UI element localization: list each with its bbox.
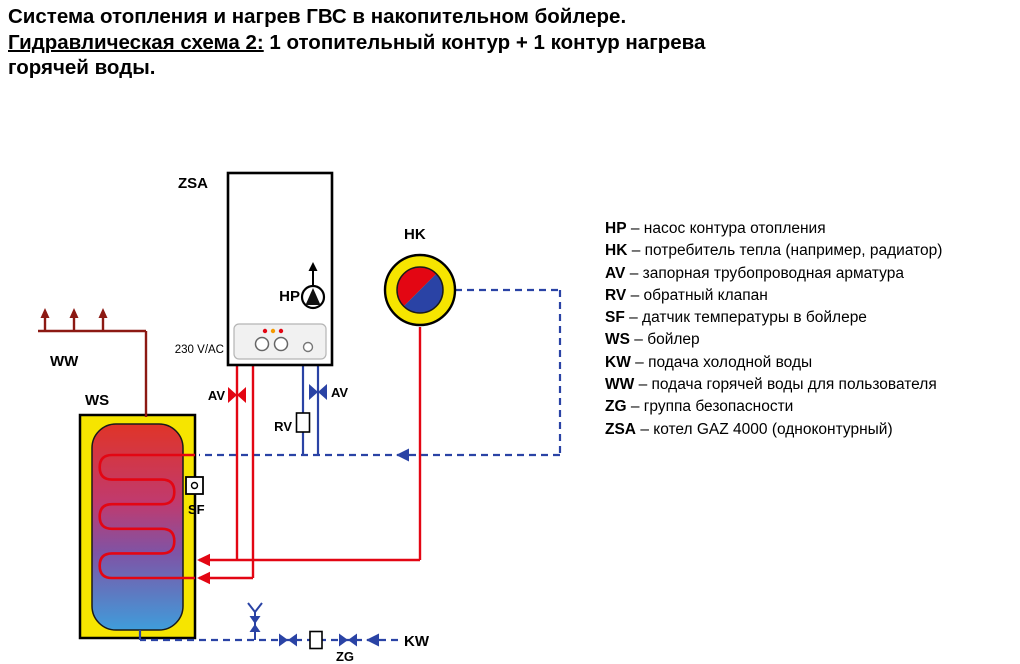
kw-shutoff-valve-left (279, 633, 297, 647)
return-piping-dashed (140, 288, 562, 642)
valve-triangle (228, 387, 237, 403)
av-valve-red (228, 387, 246, 403)
flow-arrow-kw (366, 633, 379, 647)
legend-desc: – котел GAZ 4000 (одноконтурный) (640, 420, 893, 438)
title-line-2-rest: 1 отопительный контур + 1 контур нагрева (263, 30, 706, 54)
zg-drain-branch (247, 602, 256, 613)
panel-knob (273, 336, 289, 352)
legend-desc: – запорная трубопроводная арматура (629, 264, 905, 282)
legend-desc: – потребитель тепла (например, радиатор) (631, 242, 943, 260)
legend-item-kw: KW – подача холодной воды (605, 352, 1017, 374)
up-arrow-icon (40, 308, 50, 318)
legend-item-rv: RV – обратный клапан (605, 285, 1017, 307)
legend-item-av: AV – запорная трубопроводная арматура (605, 263, 1017, 285)
legend-item-sf: SF – датчик температуры в бойлере (605, 307, 1017, 329)
boiler-return-stubs (301, 365, 320, 455)
pump-impeller-icon (305, 288, 321, 305)
legend-item-zsa: ZSA – котел GAZ 4000 (одноконтурный) (605, 419, 1017, 441)
title-line-2: Гидравлическая схема 2: 1 отопительный к… (8, 30, 868, 56)
legend-term: WW (605, 376, 635, 394)
label-ws: WS (85, 392, 109, 409)
flow-arrow-return (396, 448, 409, 462)
legend-term: ZSA (605, 420, 636, 438)
ww-tap-arrows (40, 308, 108, 318)
legend-item-zg: ZG – группа безопасности (605, 396, 1017, 418)
panel-led (278, 328, 284, 334)
legend-term: HK (605, 242, 628, 260)
label-ww: WW (50, 353, 79, 370)
legend-desc: – обратный клапан (630, 286, 768, 304)
hk-heat-consumer (383, 253, 457, 327)
legend-term: HP (605, 220, 627, 237)
label-rv: RV (274, 419, 292, 434)
label-av-left: AV (208, 388, 225, 403)
label-zsa: ZSA (178, 175, 208, 192)
radiator-hot-half (397, 267, 437, 307)
legend-item-ws: WS – бойлер (605, 329, 1017, 351)
storage-tank-ws (78, 413, 197, 640)
zg-valve-triangle (249, 616, 261, 624)
legend-term: AV (605, 264, 626, 282)
flow-arrow-into-coil (197, 571, 210, 585)
label-kw: KW (404, 633, 430, 650)
valve-triangle (348, 633, 357, 647)
zg-safety-group (247, 602, 263, 640)
legend-term: WS (605, 331, 630, 349)
kw-shutoff-valve-right (339, 633, 357, 647)
radiator-cold-half (403, 273, 443, 313)
legend-desc: – подача холодной воды (635, 353, 813, 371)
zg-valve-triangle (249, 624, 261, 632)
legend-desc: – датчик температуры в бойлере (629, 309, 867, 327)
label-sf: SF (188, 502, 205, 517)
sensor-dot (190, 481, 199, 490)
up-arrow-icon (98, 308, 108, 318)
boiler-zsa (226, 171, 334, 367)
up-arrow-icon (69, 308, 79, 318)
panel-led (270, 328, 276, 334)
legend-term: RV (605, 286, 627, 304)
valve-triangle (237, 387, 246, 403)
legend-item-hp: HP – насос контура отопления (605, 218, 1017, 240)
legend-desc: – насос контура отопления (630, 220, 826, 237)
panel-button (302, 341, 314, 353)
kw-fitting (309, 630, 323, 650)
zg-drain-branch (254, 602, 263, 613)
legend-term: SF (605, 309, 625, 327)
valve-triangle (288, 633, 297, 647)
legend-item-ww: WW – подача горячей воды для пользовател… (605, 374, 1017, 396)
av-valve-blue (309, 384, 327, 400)
radiator-core-outline (396, 266, 444, 314)
legend-item-hk: HK – потребитель тепла (например, радиат… (605, 240, 1017, 262)
page-title: Система отопления и нагрев ГВС в накопит… (8, 4, 868, 81)
label-voltage: 230 V/AC (175, 344, 224, 356)
heating-coil (98, 453, 195, 580)
legend-desc: – подача горячей воды для пользователя (638, 376, 937, 394)
pump-direction-arrow (308, 262, 318, 271)
panel-led (262, 328, 268, 334)
radiator-core (397, 267, 443, 313)
legend: HP – насос контура отопления HK – потреб… (605, 218, 1017, 441)
legend-term: ZG (605, 398, 627, 416)
supply-piping-red (199, 327, 422, 580)
title-scheme-name: Гидравлическая схема 2: (8, 30, 264, 54)
label-hk: HK (404, 226, 426, 243)
sf-temperature-sensor (185, 476, 204, 495)
flow-arrow-into-tank (197, 553, 210, 567)
ww-hot-water-piping (38, 317, 148, 417)
rv-check-valve (295, 412, 311, 433)
legend-desc: – бойлер (634, 331, 700, 349)
label-zg: ZG (336, 649, 354, 664)
valve-triangle (279, 633, 288, 647)
valve-triangle (309, 384, 318, 400)
label-hp: HP (279, 288, 300, 305)
title-line-1: Система отопления и нагрев ГВС в накопит… (8, 5, 627, 28)
title-line-3: горячей воды. (8, 56, 156, 79)
valve-triangle (339, 633, 348, 647)
legend-term: KW (605, 353, 631, 371)
valve-triangle (318, 384, 327, 400)
label-av-right: AV (331, 385, 348, 400)
panel-knob (254, 336, 270, 352)
legend-desc: – группа безопасности (630, 398, 794, 416)
